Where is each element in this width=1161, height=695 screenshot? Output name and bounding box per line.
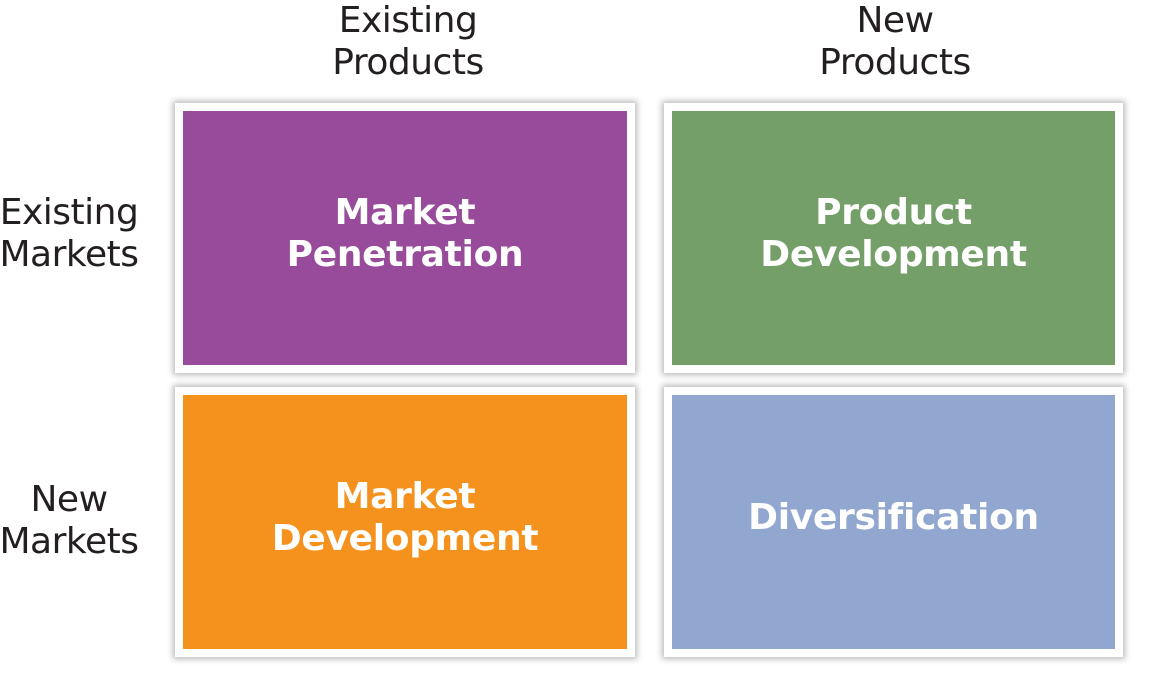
row-header-existing-markets: Existing Markets (0, 192, 139, 275)
cell-market-penetration: Market Penetration (175, 103, 635, 373)
column-header-existing-products: Existing Products (332, 0, 484, 83)
cell-market-development: Market Development (175, 387, 635, 657)
column-header-new-products: New Products (819, 0, 971, 83)
cell-label-product-development: Product Development (760, 191, 1027, 275)
cell-label-diversification: Diversification (748, 496, 1039, 538)
cell-label-market-development: Market Development (271, 475, 539, 559)
cell-product-development: Product Development (664, 103, 1123, 373)
cell-label-market-penetration: Market Penetration (286, 191, 524, 275)
cell-diversification: Diversification (664, 387, 1123, 657)
row-header-new-markets: New Markets (0, 479, 139, 562)
